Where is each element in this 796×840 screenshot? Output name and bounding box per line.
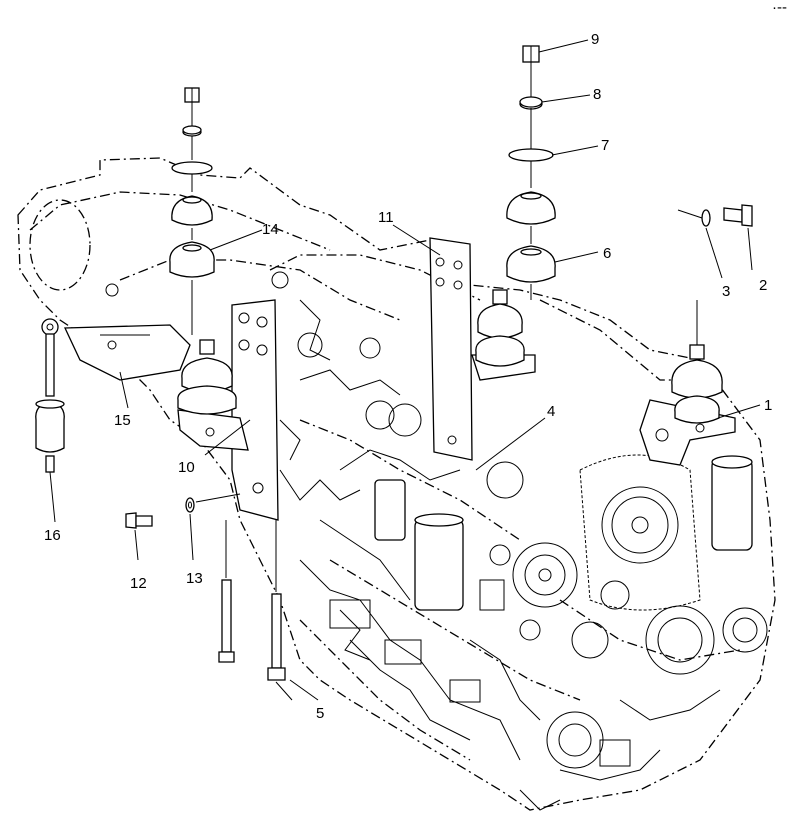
callout-9: 9	[591, 31, 599, 48]
left-isolator-stack	[169, 87, 237, 415]
corner-mark: ·--	[772, 0, 787, 16]
right-installed-isolator	[671, 300, 723, 424]
right-isolator-stack	[475, 45, 556, 367]
callout-7: 7	[601, 137, 609, 154]
callout-12: 12	[130, 575, 147, 592]
engine-components	[29, 199, 768, 811]
callout-2: 2	[759, 277, 767, 294]
callout-10: 10	[178, 459, 195, 476]
left-mount-bracket	[63, 324, 191, 381]
bolt-2-washer-3	[677, 204, 753, 227]
link-rod-16	[35, 318, 65, 473]
bolt-12-washer-13	[125, 493, 241, 529]
callout-4: 4	[547, 403, 555, 420]
callout-13: 13	[186, 570, 203, 587]
callout-11: 11	[378, 209, 394, 226]
callout-14: 14	[262, 221, 279, 238]
callout-labels: 1 2 3 4 5 6 7 8 9 10 11 12 13 14 15 16	[44, 31, 772, 722]
callout-leader-lines	[49, 39, 761, 701]
callout-16: 16	[44, 527, 61, 544]
long-bolts-5	[218, 520, 293, 701]
callout-15: 15	[114, 412, 131, 429]
callout-3: 3	[722, 283, 730, 300]
callout-8: 8	[593, 86, 601, 103]
callout-1: 1	[764, 397, 772, 414]
callout-6: 6	[603, 245, 611, 262]
front-mount-bracket	[177, 299, 279, 521]
callout-5: 5	[316, 705, 324, 722]
